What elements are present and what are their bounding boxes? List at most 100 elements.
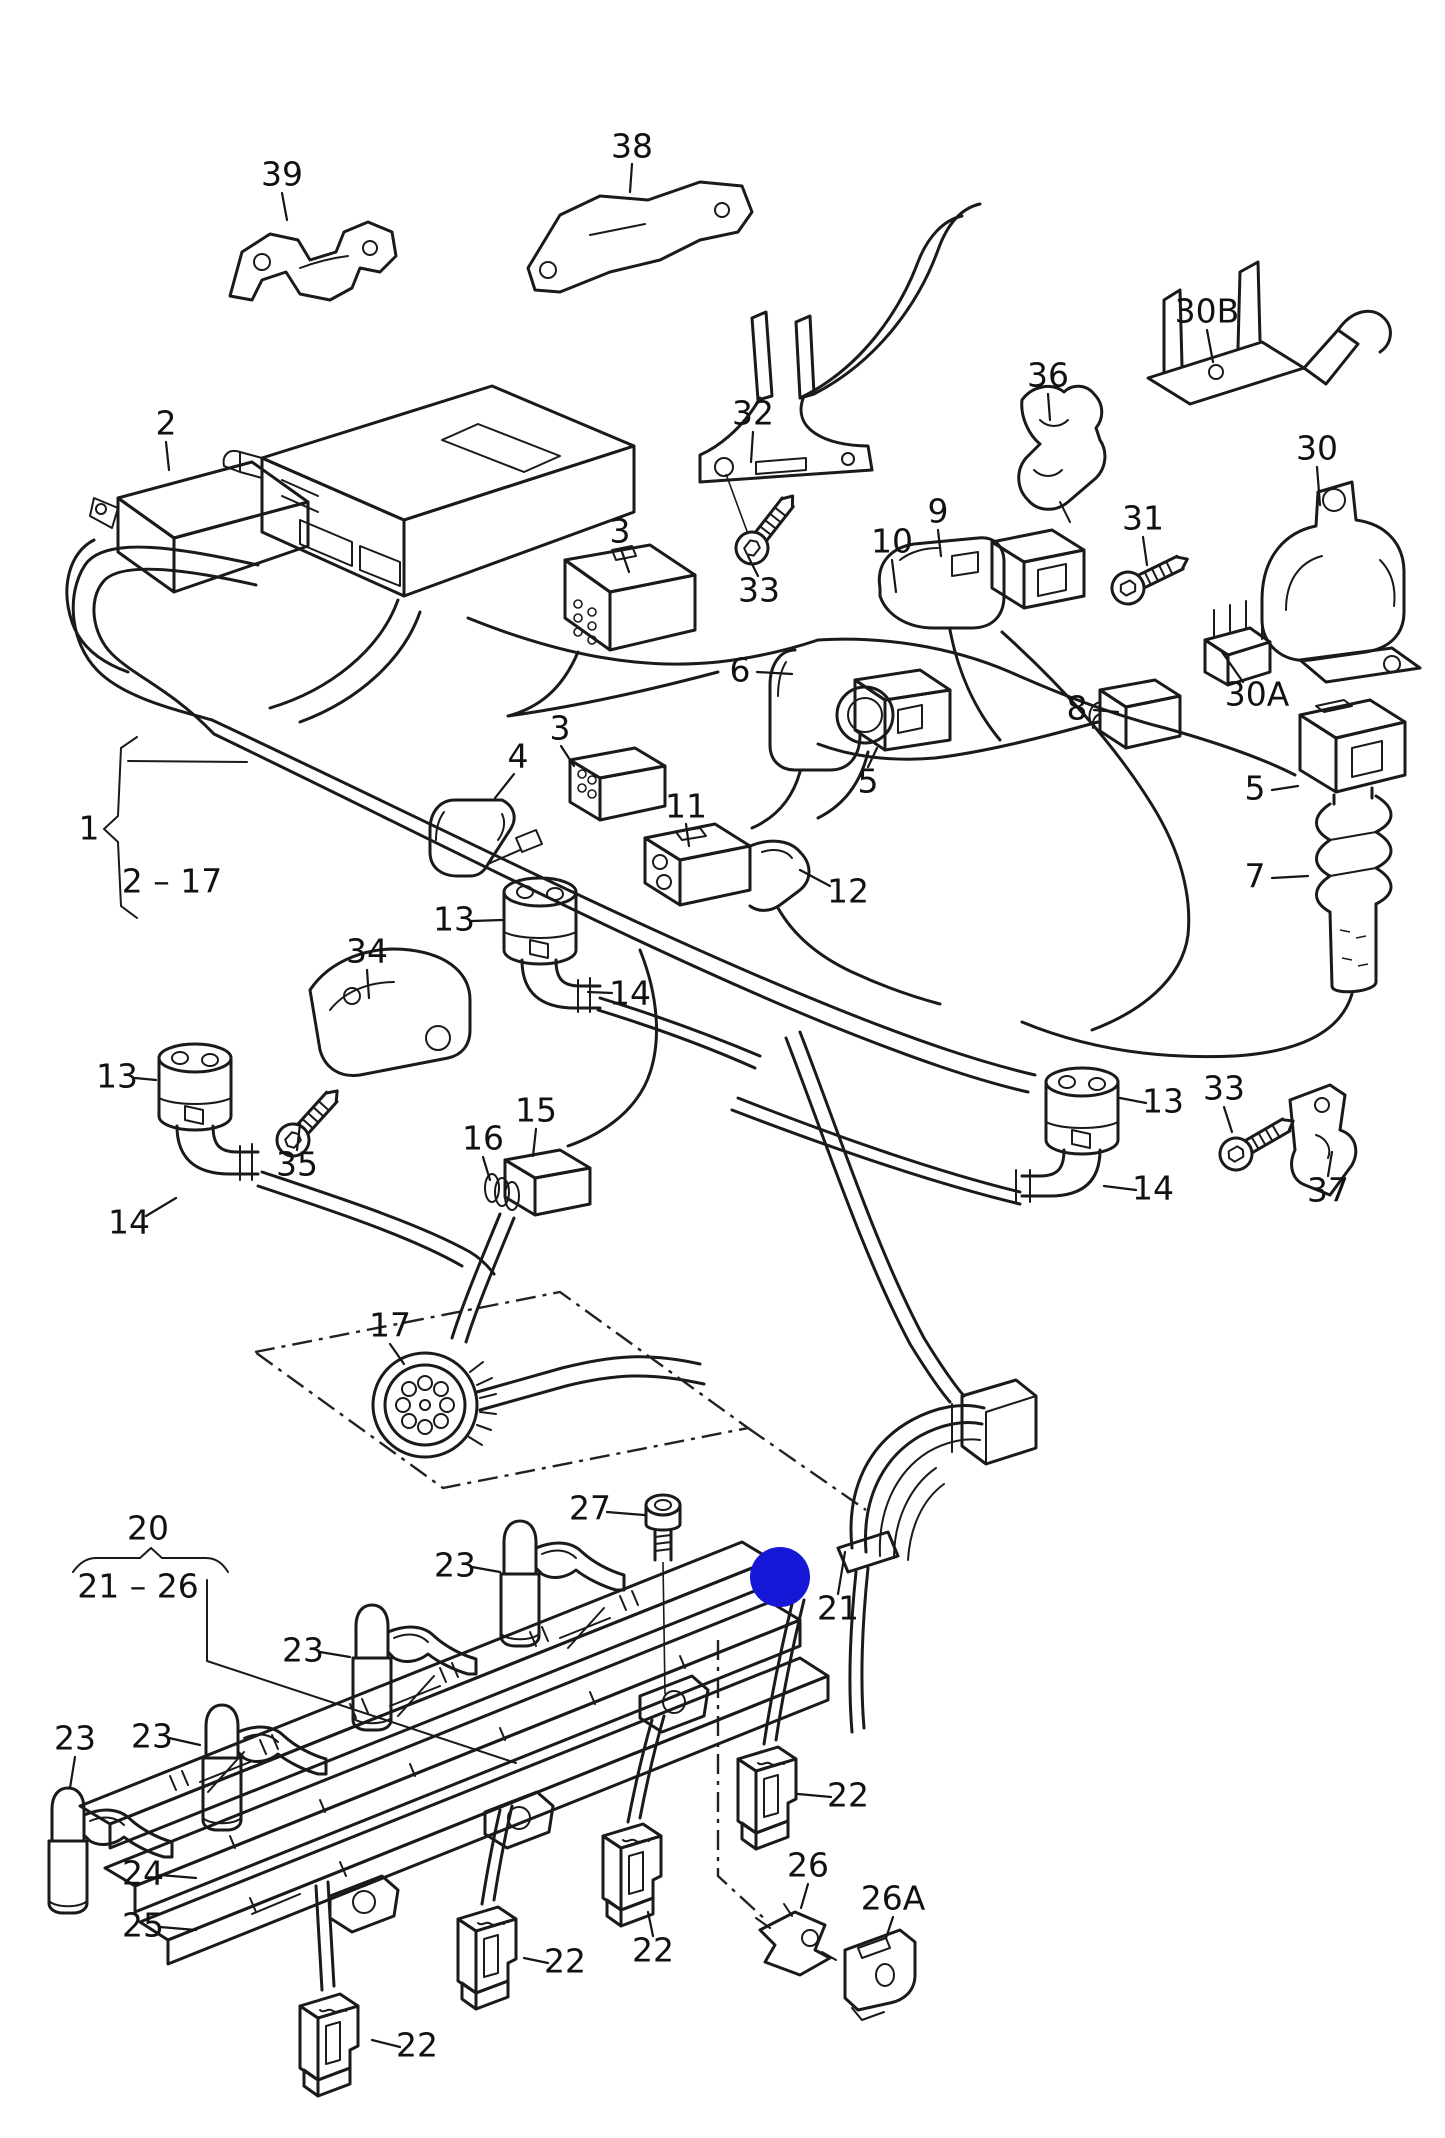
injector-plug-22-left	[456, 1804, 518, 2011]
connector-13-left	[157, 1042, 260, 1181]
injector-plug-22-mid	[601, 1714, 666, 1928]
part-label-35: 35	[276, 1145, 318, 1184]
part-label-31: 31	[1122, 499, 1164, 538]
connector-13-right	[1015, 1066, 1120, 1203]
part-label-23-b: 23	[282, 1631, 324, 1670]
part-label-21: 21	[817, 1589, 859, 1628]
part-label-14-right: 14	[1132, 1169, 1174, 1208]
screw-27	[644, 1493, 682, 1695]
part-label-30: 30	[1296, 429, 1338, 468]
connector-11	[643, 822, 752, 907]
bracket-34	[308, 947, 472, 1078]
part-label-5-right: 5	[1245, 769, 1266, 808]
connector-5-right	[1298, 698, 1407, 794]
connector-5-left	[853, 668, 952, 752]
part-label-23-c: 23	[131, 1717, 173, 1756]
injector-plug-22-right	[736, 1598, 806, 1851]
part-label-13-right: 13	[1142, 1082, 1184, 1121]
boot-7-bellows	[1315, 786, 1393, 994]
elbow-boot-4	[428, 798, 543, 878]
part-label-26: 26	[787, 1846, 829, 1885]
terminal-30a	[1203, 600, 1272, 687]
part-label-14-mid: 14	[609, 974, 651, 1013]
part-label-8: 8	[1067, 689, 1088, 728]
bracket-38	[526, 180, 754, 294]
rail-25	[138, 1656, 830, 1966]
clamp-36	[1017, 384, 1107, 523]
connector-13-mid	[502, 876, 602, 1013]
part-label-30A: 30A	[1225, 675, 1290, 714]
part-label-20: 20	[127, 1509, 169, 1548]
part-label-26A: 26A	[861, 1879, 926, 1918]
part-label-3-mid: 3	[550, 709, 571, 748]
part-label-6: 6	[730, 651, 751, 690]
coil-connector-23-c	[201, 1703, 328, 1832]
part-label-23-a: 23	[434, 1546, 476, 1585]
part-label-25: 25	[122, 1906, 164, 1945]
part-label-24: 24	[122, 1854, 164, 1893]
part-label-15: 15	[515, 1091, 557, 1130]
harness-trunk	[65, 538, 1354, 1404]
part-label-17: 17	[369, 1306, 411, 1345]
part-label-23-d: 23	[54, 1719, 96, 1758]
screw-31-icon	[1105, 543, 1196, 611]
connector-17-round	[371, 1351, 706, 1459]
part-label-13-mid: 13	[433, 900, 475, 939]
part-label-27: 27	[569, 1489, 611, 1528]
bracket-32	[698, 202, 982, 484]
part-label-22-right: 22	[827, 1776, 869, 1815]
part-label-4: 4	[508, 737, 529, 776]
bracket-37	[1288, 1083, 1358, 1197]
highlight-marker	[750, 1547, 810, 1607]
injector-plug-22-bottom	[298, 1880, 360, 2098]
part-label-37: 37	[1307, 1171, 1349, 1210]
module-2-box	[89, 460, 310, 594]
part-label-38: 38	[611, 127, 653, 166]
connector-3-mid	[568, 746, 667, 822]
part-label-11: 11	[665, 787, 707, 826]
control-unit-box	[222, 384, 636, 598]
part-label-33-right: 33	[1203, 1069, 1245, 1108]
part-label-2: 2	[156, 404, 177, 443]
bracket-30	[1260, 480, 1422, 684]
corrugated-connector-21	[836, 1378, 1038, 1734]
coil-connector-23-b	[351, 1603, 478, 1732]
group-1-brace	[103, 736, 248, 919]
clamp-26	[755, 1903, 837, 1977]
grommet-16	[484, 1173, 520, 1211]
part-label-30B: 30B	[1175, 292, 1240, 331]
part-label-22-left: 22	[544, 1942, 586, 1981]
part-label-5-left: 5	[858, 762, 879, 801]
connector-9	[990, 528, 1086, 610]
part-label-3-top: 3	[610, 512, 631, 551]
part-label-9: 9	[928, 492, 949, 531]
part-label-32: 32	[732, 394, 774, 433]
part-label-22-mid: 22	[632, 1931, 674, 1970]
part-label-7: 7	[1245, 857, 1266, 896]
part-label-22-bottom: 22	[396, 2026, 438, 2065]
connector-3-top	[563, 543, 697, 652]
group-20-brace	[72, 1547, 517, 1764]
part-label-16: 16	[462, 1119, 504, 1158]
part-label-14-left: 14	[108, 1203, 150, 1242]
part-label-13-left: 13	[96, 1057, 138, 1096]
part-label-range-21-26: 21 – 26	[77, 1567, 198, 1606]
screw-33-top-icon	[728, 484, 807, 572]
part-label-36: 36	[1027, 356, 1069, 395]
bracket-30b	[1146, 260, 1392, 406]
part-label-33-top: 33	[738, 571, 780, 610]
leader-lines	[68, 162, 1334, 2049]
bracket-39	[228, 220, 398, 302]
part-label-12: 12	[827, 872, 869, 911]
part-label-39: 39	[261, 155, 303, 194]
part-label-34: 34	[346, 932, 388, 971]
elbow-boot-12	[748, 839, 811, 912]
clamp-26a	[843, 1928, 917, 2021]
part-label-1: 1	[79, 809, 100, 848]
part-label-range-2-17: 2 – 17	[122, 862, 222, 901]
part-label-10: 10	[871, 522, 913, 561]
connector-15	[503, 1148, 592, 1217]
